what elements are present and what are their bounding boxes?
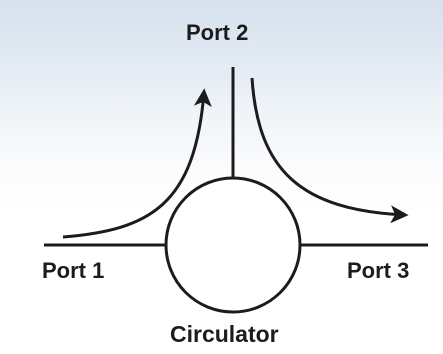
port2-label: Port 2 bbox=[186, 20, 249, 45]
port3-label: Port 3 bbox=[347, 258, 410, 283]
arrow-port2-to-port3 bbox=[250, 77, 409, 224]
arrow-port1-to-port2 bbox=[62, 88, 212, 239]
circulator-title: Circulator bbox=[170, 321, 279, 347]
circulator-circle bbox=[164, 176, 302, 314]
port1-label: Port 1 bbox=[42, 258, 105, 283]
